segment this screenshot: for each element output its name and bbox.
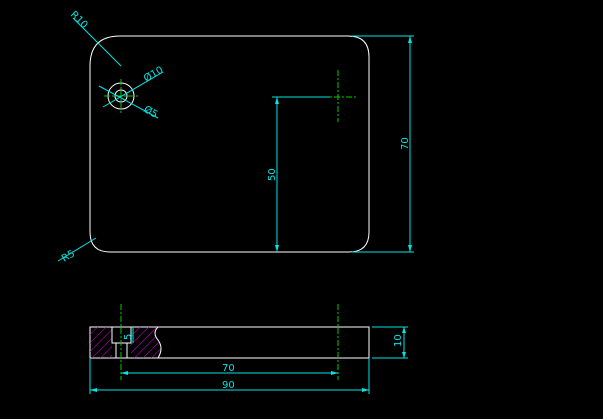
d50-arrow-bottom bbox=[275, 245, 279, 252]
r5-leader bbox=[57, 237, 97, 262]
d70-arrow-top bbox=[408, 36, 412, 43]
d5-depth-label: 5 bbox=[123, 334, 134, 340]
d5-label: Ø5 bbox=[142, 103, 160, 121]
r10-label: R10 bbox=[68, 9, 90, 31]
d10-leader bbox=[102, 71, 164, 108]
break-line bbox=[154, 326, 162, 359]
d10-arrow-bottom bbox=[402, 352, 406, 358]
hatch-left bbox=[90, 327, 112, 358]
d70-side-label: 70 bbox=[400, 137, 411, 150]
d5-leader bbox=[98, 85, 159, 119]
d90-arrow-left bbox=[90, 388, 97, 392]
d70-holes-label: 70 bbox=[222, 363, 235, 374]
d50-arrow-top bbox=[275, 97, 279, 104]
d10-thick-label: 10 bbox=[393, 334, 404, 347]
hatch-right bbox=[131, 327, 161, 358]
d70-arrow-bottom bbox=[408, 245, 412, 252]
plate-outline bbox=[89, 35, 370, 253]
front-view: 5 10 70 90 bbox=[89, 304, 408, 394]
top-view: R10 Ø10 Ø5 R5 50 70 bbox=[57, 9, 414, 265]
d90-label: 90 bbox=[222, 380, 235, 391]
d70-holes-arrow-right bbox=[331, 371, 338, 375]
d50-label: 50 bbox=[267, 168, 278, 181]
d70-holes-arrow-left bbox=[121, 371, 128, 375]
d10-label: Ø10 bbox=[142, 64, 166, 85]
d90-arrow-right bbox=[362, 388, 369, 392]
hole-inner-circle bbox=[114, 89, 128, 103]
r10-leader bbox=[72, 17, 122, 67]
d10-arrow-top bbox=[402, 327, 406, 333]
